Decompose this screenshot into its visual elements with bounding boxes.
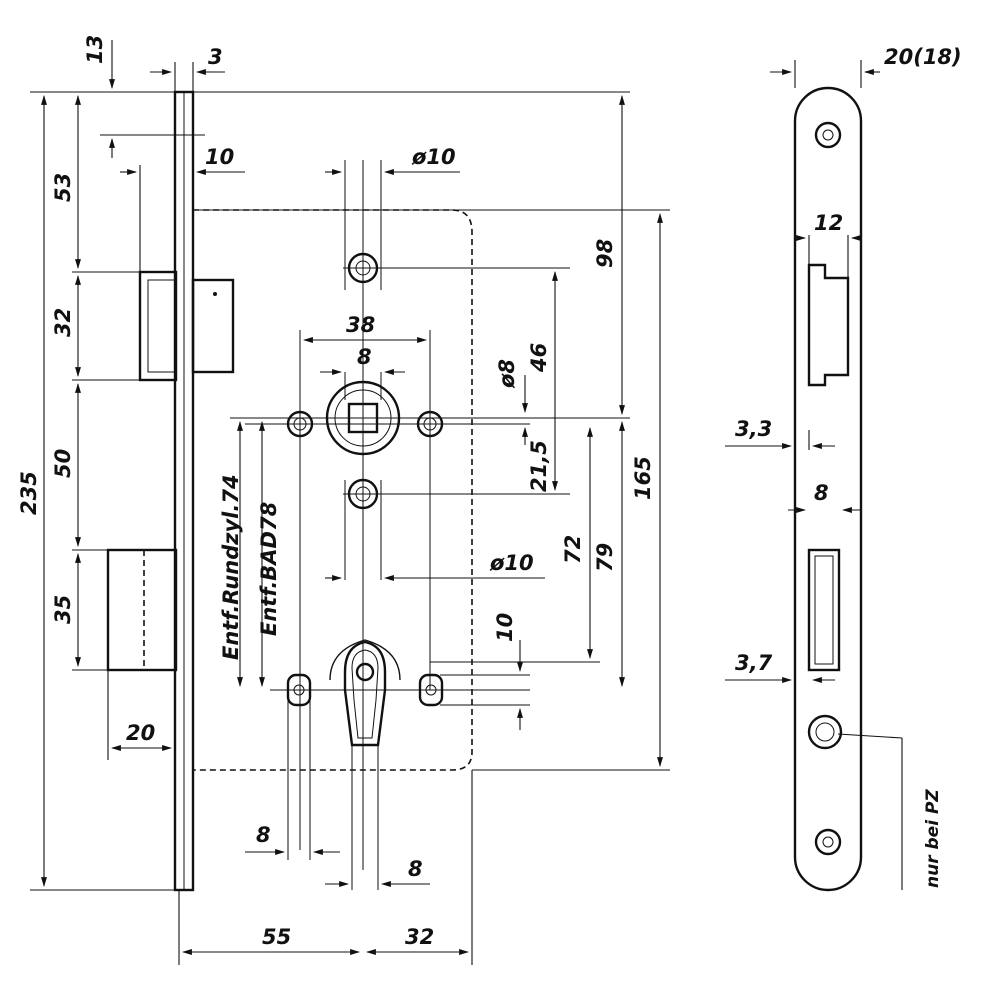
dimension-lines: [30, 40, 670, 965]
face-screw-top: [814, 121, 842, 149]
dim-8-spindle: 8: [357, 345, 372, 369]
note-entf-bad: Entf.BAD78: [257, 502, 281, 636]
lock-body: [193, 209, 473, 771]
dim-dia-8: ø8: [495, 359, 519, 389]
face-cylinder-hole: [807, 714, 903, 750]
dim-8-bottom: 8: [408, 857, 423, 881]
dim-32-bottom: 32: [405, 925, 434, 949]
latch-bolt: [138, 270, 235, 382]
note-nur-bei-pz: nur bei PZ: [923, 789, 943, 888]
dim-3: 3: [208, 45, 223, 69]
dim-235: 235: [17, 471, 41, 515]
dim-165: 165: [631, 456, 655, 500]
dim-38: 38: [346, 313, 375, 337]
dim-32-left: 32: [51, 308, 75, 337]
dim-12: 12: [814, 211, 843, 235]
dim-20-18: 20(18): [884, 45, 962, 69]
dim-98: 98: [593, 239, 617, 268]
face-plate: [770, 60, 880, 892]
dim-35: 35: [51, 595, 75, 624]
dim-10-top: 10: [205, 145, 234, 169]
dim-20: 20: [126, 721, 155, 745]
forend-plate: [173, 90, 195, 892]
dim-79: 79: [593, 543, 617, 572]
face-bolt-opening: [807, 548, 841, 672]
dim-8-face: 8: [814, 481, 829, 505]
dim-55: 55: [262, 925, 291, 949]
face-dimension-lines: [725, 430, 862, 683]
dim-53: 53: [51, 173, 75, 202]
cylinder-keyhole: [329, 639, 401, 747]
dim-dia-10-bottom: ø10: [489, 551, 534, 575]
dim-3-7: 3,7: [735, 651, 773, 675]
dim-46: 46: [527, 343, 551, 373]
note-entf-rundzyl: Entf.Rundzyl.74: [219, 474, 243, 660]
center-lines: [245, 160, 630, 890]
dim-13: 13: [83, 35, 107, 64]
dim-72: 72: [561, 535, 585, 564]
dim-10-vert: 10: [493, 613, 517, 642]
dim-8-bottom-left: 8: [256, 823, 271, 847]
dim-21-5: 21,5: [527, 440, 551, 492]
dim-3-3: 3,3: [735, 417, 772, 441]
dead-bolt: [106, 548, 178, 672]
face-screw-bottom: [814, 828, 842, 856]
dim-dia-10-top: ø10: [411, 145, 456, 169]
face-latch-opening: [796, 235, 861, 387]
dim-50: 50: [51, 449, 75, 478]
